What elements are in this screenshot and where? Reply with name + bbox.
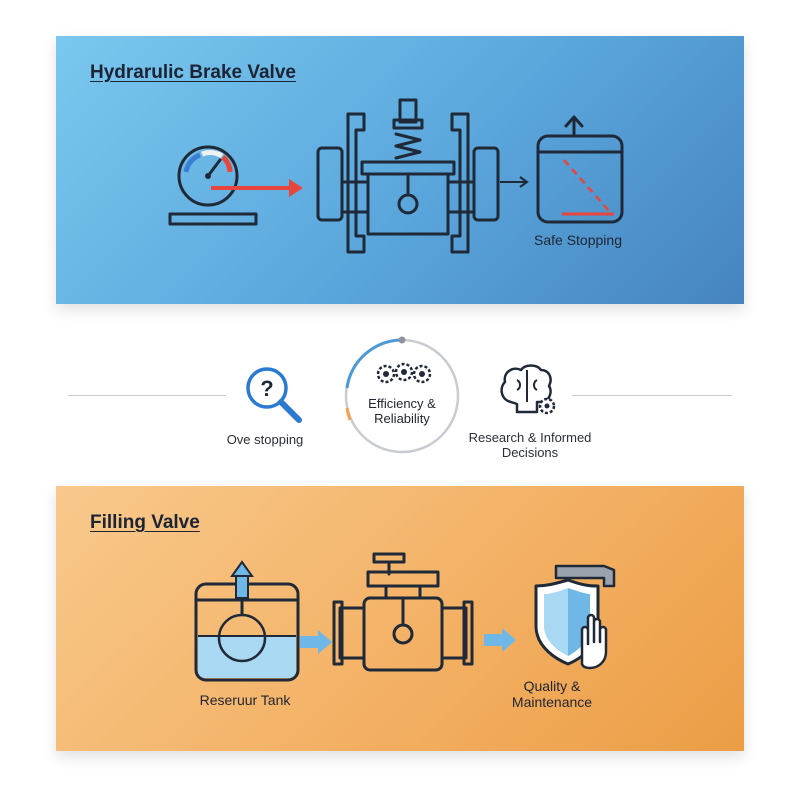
brake-valve-icon: [316, 98, 500, 254]
gears-icon: [376, 362, 432, 384]
research-decisions-label: Research & Informed Decisions: [468, 430, 592, 460]
panel-title-filling-valve: Filling Valve: [90, 512, 200, 533]
over-stopping-label: Ove stopping: [226, 432, 304, 447]
left-divider-line: [68, 395, 226, 396]
right-divider-line: [572, 395, 732, 396]
panel-title-brake-valve: Hydrarulic Brake Valve: [90, 62, 296, 83]
hydraulic-brake-valve-panel: Hydrarulic Brake Valve: [56, 36, 744, 304]
reservoir-tank-icon: [194, 560, 300, 682]
brain-gear-icon: [500, 364, 556, 415]
magnifier-question-icon: ?: [246, 367, 302, 423]
flow-arrow-icon: [500, 176, 529, 188]
blue-flow-arrow-icon-2: [484, 628, 516, 652]
efficiency-circle: [344, 336, 460, 454]
safe-stopping-tank-icon: [536, 115, 624, 224]
blue-flow-arrow-icon: [300, 630, 332, 654]
filling-valve-icon: [332, 552, 474, 672]
svg-text:?: ?: [260, 376, 273, 401]
filling-valve-panel: Filling Valve Reseruur Tank: [56, 486, 744, 751]
quality-maintenance-label: Quality & Maintenance: [511, 678, 593, 710]
efficiency-reliability-label: Efficiency & Reliability: [368, 396, 436, 426]
shield-faucet-hand-icon: [534, 564, 616, 670]
pressure-gauge-icon: [168, 145, 258, 226]
red-pressure-arrow-icon: [211, 179, 303, 197]
reservoir-tank-label: Reseruur Tank: [199, 692, 291, 708]
safe-stopping-label: Safe Stopping: [534, 232, 622, 248]
